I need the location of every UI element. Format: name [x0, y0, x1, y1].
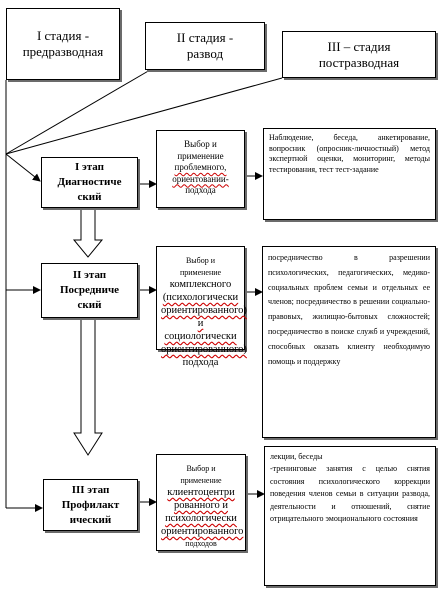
stage-1-box: I стадия - предразводная	[6, 8, 120, 80]
approach-2-line-3: комплексного	[169, 279, 232, 290]
approach-1-line-1: Выбор и	[184, 139, 217, 149]
approach-3-line-3: клиентоцентри	[167, 487, 235, 498]
step-1-box: I этап Диагностиче ский	[41, 157, 138, 208]
approach-1-line-3: проблемного,	[174, 162, 227, 172]
approach-3-line-2: применение	[180, 475, 222, 485]
approach-3-line-5: психологически	[165, 513, 237, 524]
approach-1-line-4: ориентовании-	[172, 173, 229, 184]
stage-3-connector	[5, 77, 283, 155]
step-1-approach-box: Выбор и применение проблемного, ориентов…	[156, 130, 245, 208]
approach-2-line-1: Выбор и	[185, 256, 216, 265]
step-3-approach-box: Выбор и применение клиентоцентри рованно…	[156, 454, 246, 551]
approach-3-line-4: рованного и	[173, 500, 228, 511]
stage-2-connector	[5, 69, 151, 155]
block-arrow-step1-step2	[72, 208, 104, 258]
approach-3-line-7: подходов	[185, 539, 217, 548]
approach-2-line-7: ориентированного)	[161, 344, 247, 355]
approach-2-line-8: подхода	[182, 357, 219, 368]
approach-2-line-2: применение	[179, 267, 222, 277]
step-3-box: III этап Профилакт ический	[43, 479, 138, 531]
approach-2-line-4: (психологически	[162, 292, 239, 303]
stage-3-label: III – стадия постразводная	[318, 38, 400, 70]
approach-2-line-6: социологически	[164, 331, 237, 342]
approach-3-line-1: Выбор и	[186, 464, 216, 473]
step-3-methods-box: лекции, беседы -тренинговые занятия с це…	[264, 446, 436, 586]
approach-3-line-6: ориентированного	[161, 526, 244, 537]
stage-2-label: II стадия - развод	[176, 30, 234, 61]
approach-1-line-5: подхода	[185, 185, 216, 195]
stage-3-box: III – стадия постразводная	[282, 31, 436, 78]
block-arrow-step2-step3	[73, 317, 103, 456]
step-2-approach-box: Выбор и применение комплексного (психоло…	[156, 246, 247, 368]
step-1-methods-box: Наблюдение, беседа, анкетирование, вопро…	[263, 128, 436, 220]
step-2-box: II этап Посредниче ский	[41, 263, 138, 318]
step-2-methods-box: посредничество в разрешении психологичес…	[262, 246, 436, 438]
approach-2-line-5: ориентированного) и	[161, 305, 247, 329]
stage-1-label: I стадия - предразводная	[22, 28, 104, 59]
arrow-to-step-1	[5, 153, 41, 182]
approach-1-line-2: применение	[177, 150, 224, 161]
stage-2-box: II стадия - развод	[145, 22, 265, 70]
